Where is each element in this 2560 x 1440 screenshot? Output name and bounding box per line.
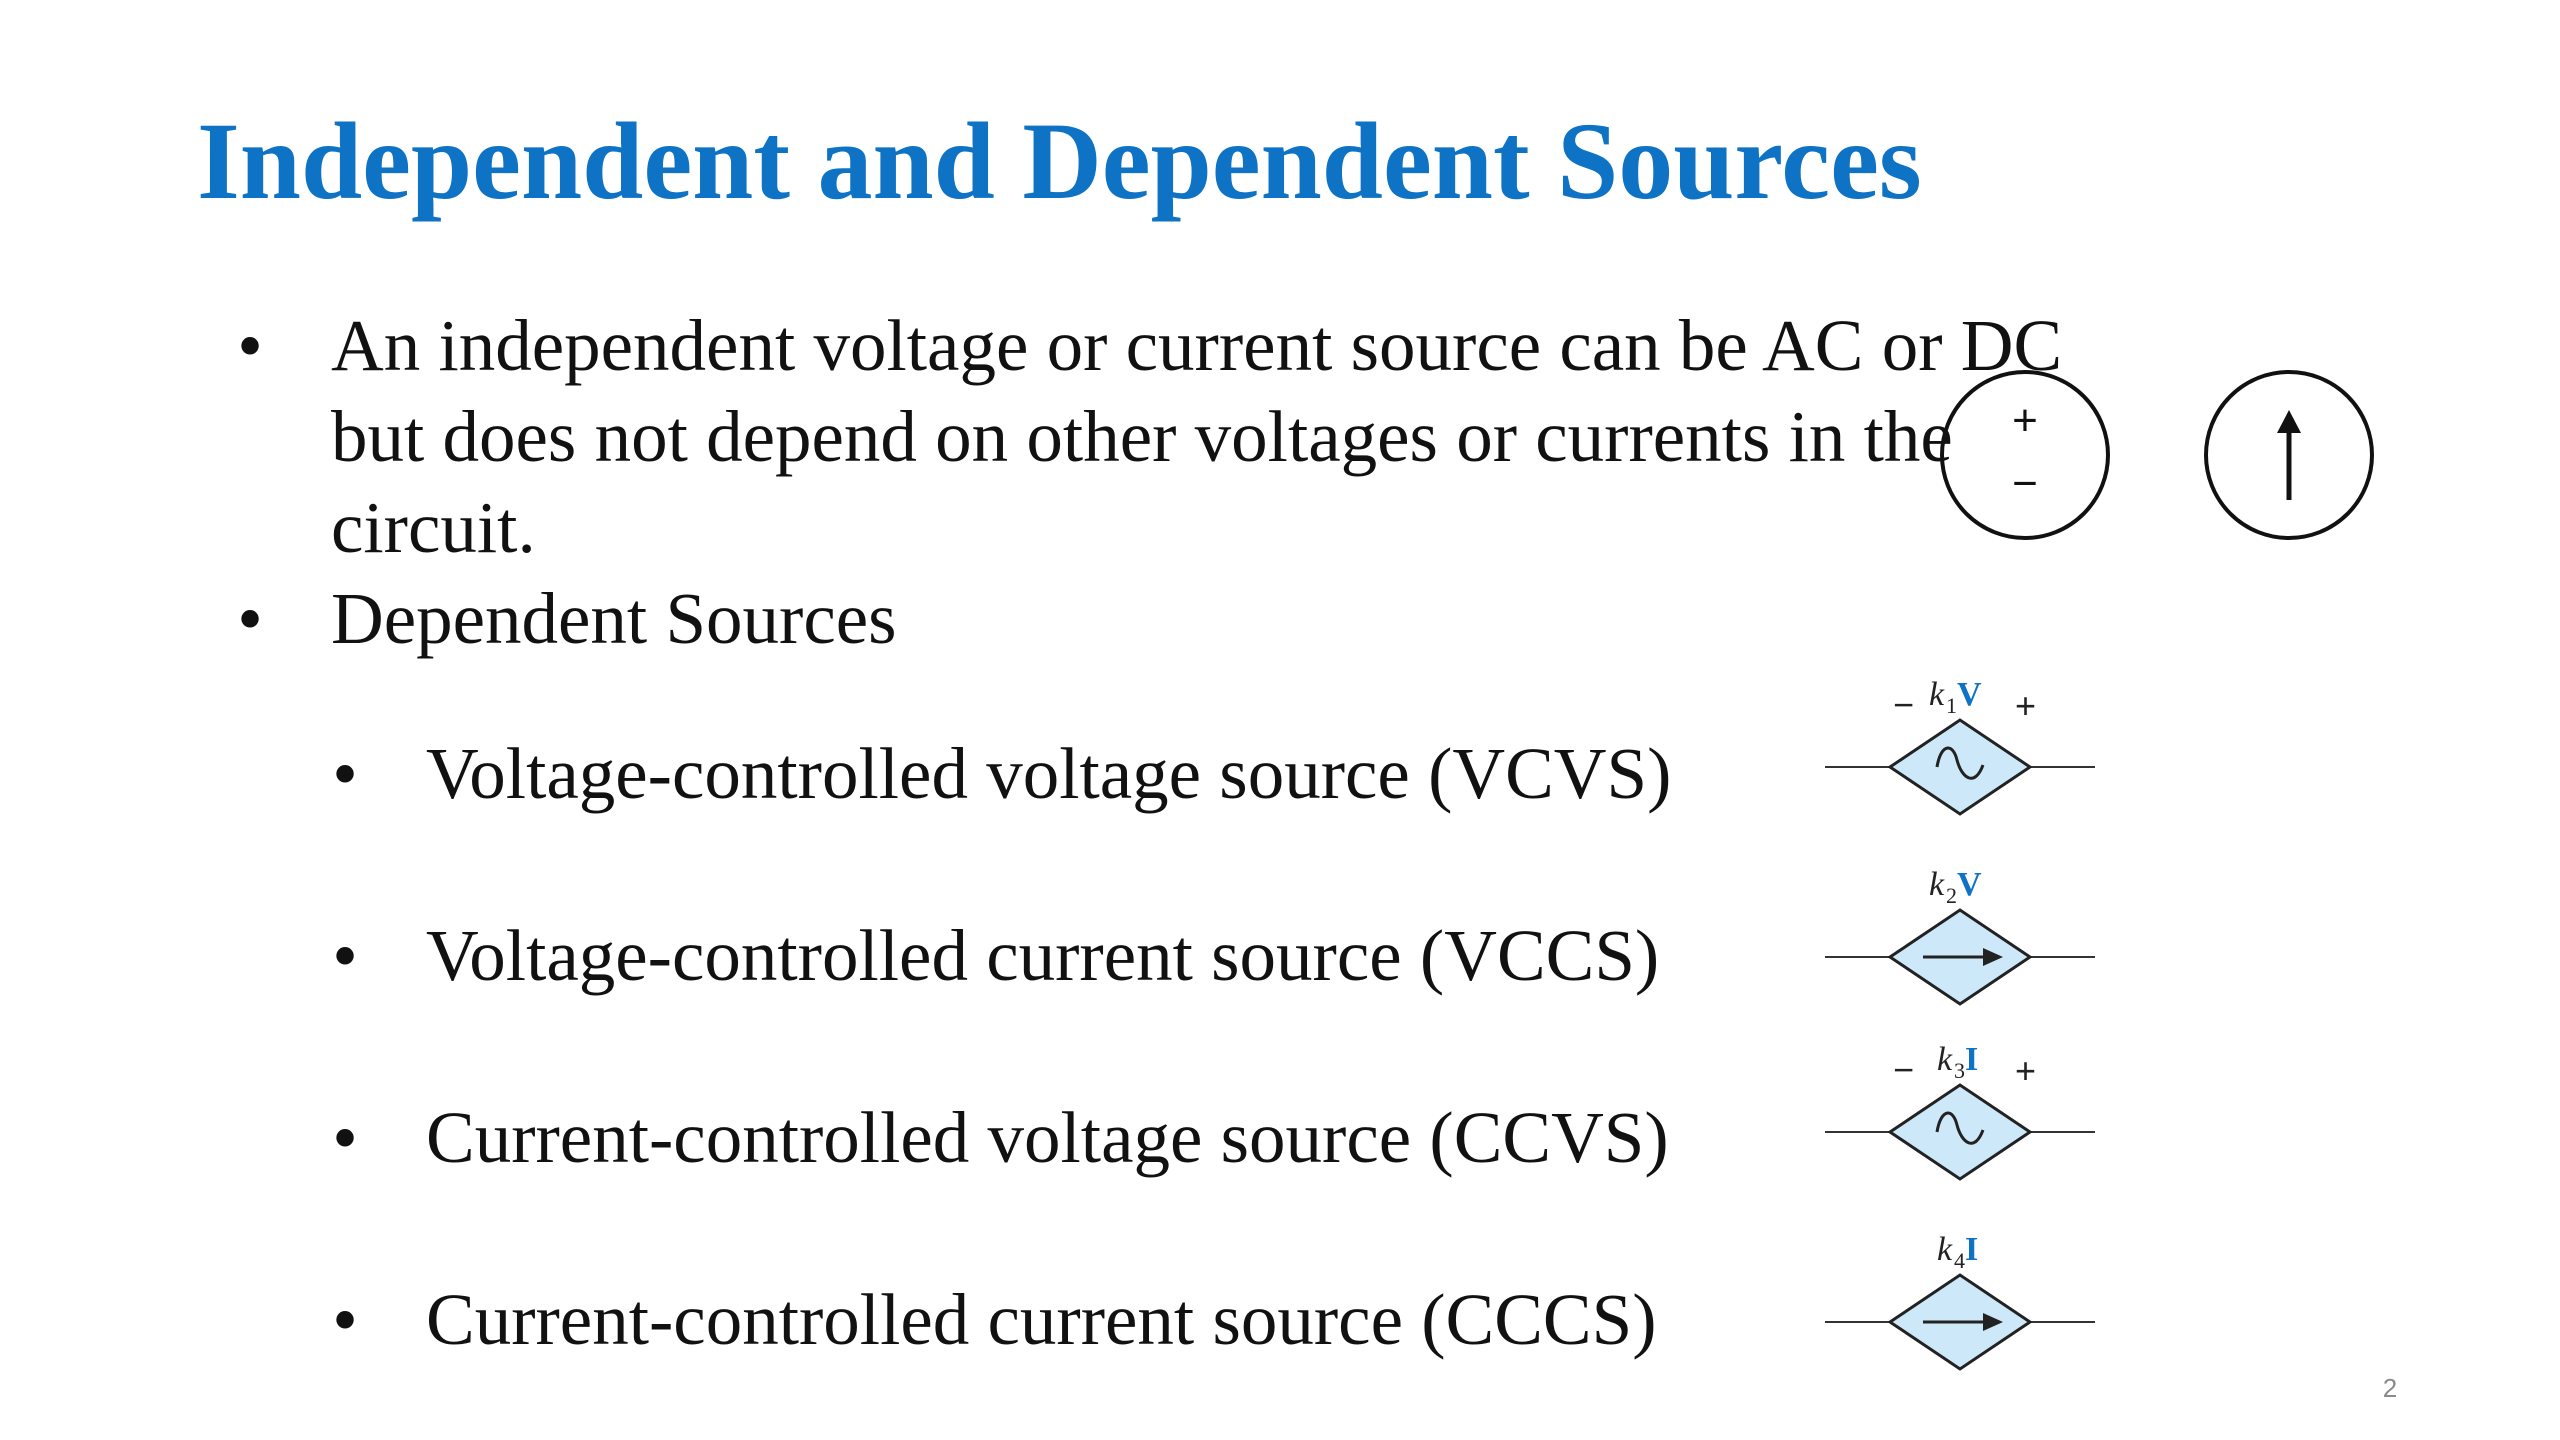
sub-bullet-vcvs: • Voltage-controlled voltage source (VCV…	[325, 728, 1671, 819]
bullet-independent-sources: • An independent voltage or current sour…	[230, 300, 2131, 573]
bullet-marker: •	[332, 1279, 358, 1360]
dependent-current-source-icon: k 2 V	[1825, 866, 2095, 1006]
page-number: 2	[2382, 1373, 2398, 1403]
arrow-up-icon	[2277, 410, 2301, 433]
minus-sign: −	[1893, 684, 1914, 725]
coef-k: k	[1937, 1231, 1953, 1268]
dependent-voltage-source-icon: − + k 3 I	[1825, 1041, 2095, 1181]
sub-bullet-text: Voltage-controlled voltage source (VCVS)	[426, 733, 1672, 814]
control-variable: V	[1957, 866, 1982, 903]
coef-k: k	[1937, 1041, 1953, 1078]
control-variable: V	[1957, 676, 1982, 713]
coef-subscript: 2	[1946, 883, 1957, 908]
sub-bullet-ccvs: • Current-controlled voltage source (CCV…	[325, 1092, 1669, 1183]
sub-bullet-text: Voltage-controlled current source (VCCS)	[426, 915, 1660, 996]
sub-bullet-cccs: • Current-controlled current source (CCC…	[325, 1274, 1657, 1365]
plus-sign: +	[2012, 396, 2038, 445]
coef-k: k	[1929, 866, 1945, 903]
sub-bullet-vccs: • Voltage-controlled current source (VCC…	[325, 910, 1659, 1001]
plus-sign: +	[2015, 685, 2036, 726]
bullet-text: An independent voltage or current source…	[331, 305, 2063, 568]
slide-title: Independent and Dependent Sources	[197, 100, 1922, 222]
ac-wave-icon	[1935, 1111, 1985, 1145]
coef-k: k	[1929, 676, 1945, 713]
independent-current-source-icon	[2204, 370, 2374, 540]
control-variable: I	[1965, 1041, 1978, 1078]
bullet-marker: •	[332, 1097, 358, 1178]
bullet-marker: •	[332, 733, 358, 814]
bullet-marker: •	[332, 915, 358, 996]
bullet-dependent-sources: • Dependent Sources	[230, 573, 897, 664]
bullet-marker: •	[237, 578, 263, 659]
coef-subscript: 3	[1954, 1058, 1965, 1083]
dependent-current-source-icon: k 4 I	[1825, 1231, 2095, 1371]
sub-bullet-text: Current-controlled voltage source (CCVS)	[426, 1097, 1669, 1178]
coef-subscript: 4	[1954, 1248, 1965, 1273]
control-variable: I	[1965, 1231, 1978, 1268]
minus-sign: −	[1893, 1049, 1914, 1090]
bullet-marker: •	[237, 305, 263, 386]
plus-sign: +	[2015, 1050, 2036, 1091]
ac-wave-icon	[1935, 746, 1985, 780]
minus-sign: −	[2012, 459, 2038, 508]
bullet-text: Dependent Sources	[331, 578, 897, 659]
dependent-voltage-source-icon: − + k 1 V	[1825, 676, 2095, 816]
sub-bullet-text: Current-controlled current source (CCCS)	[426, 1279, 1657, 1360]
arrow-right-icon	[1983, 1313, 2003, 1331]
coef-subscript: 1	[1946, 693, 1957, 718]
independent-voltage-source-icon: + −	[1940, 370, 2110, 540]
arrow-right-icon	[1983, 948, 2003, 966]
